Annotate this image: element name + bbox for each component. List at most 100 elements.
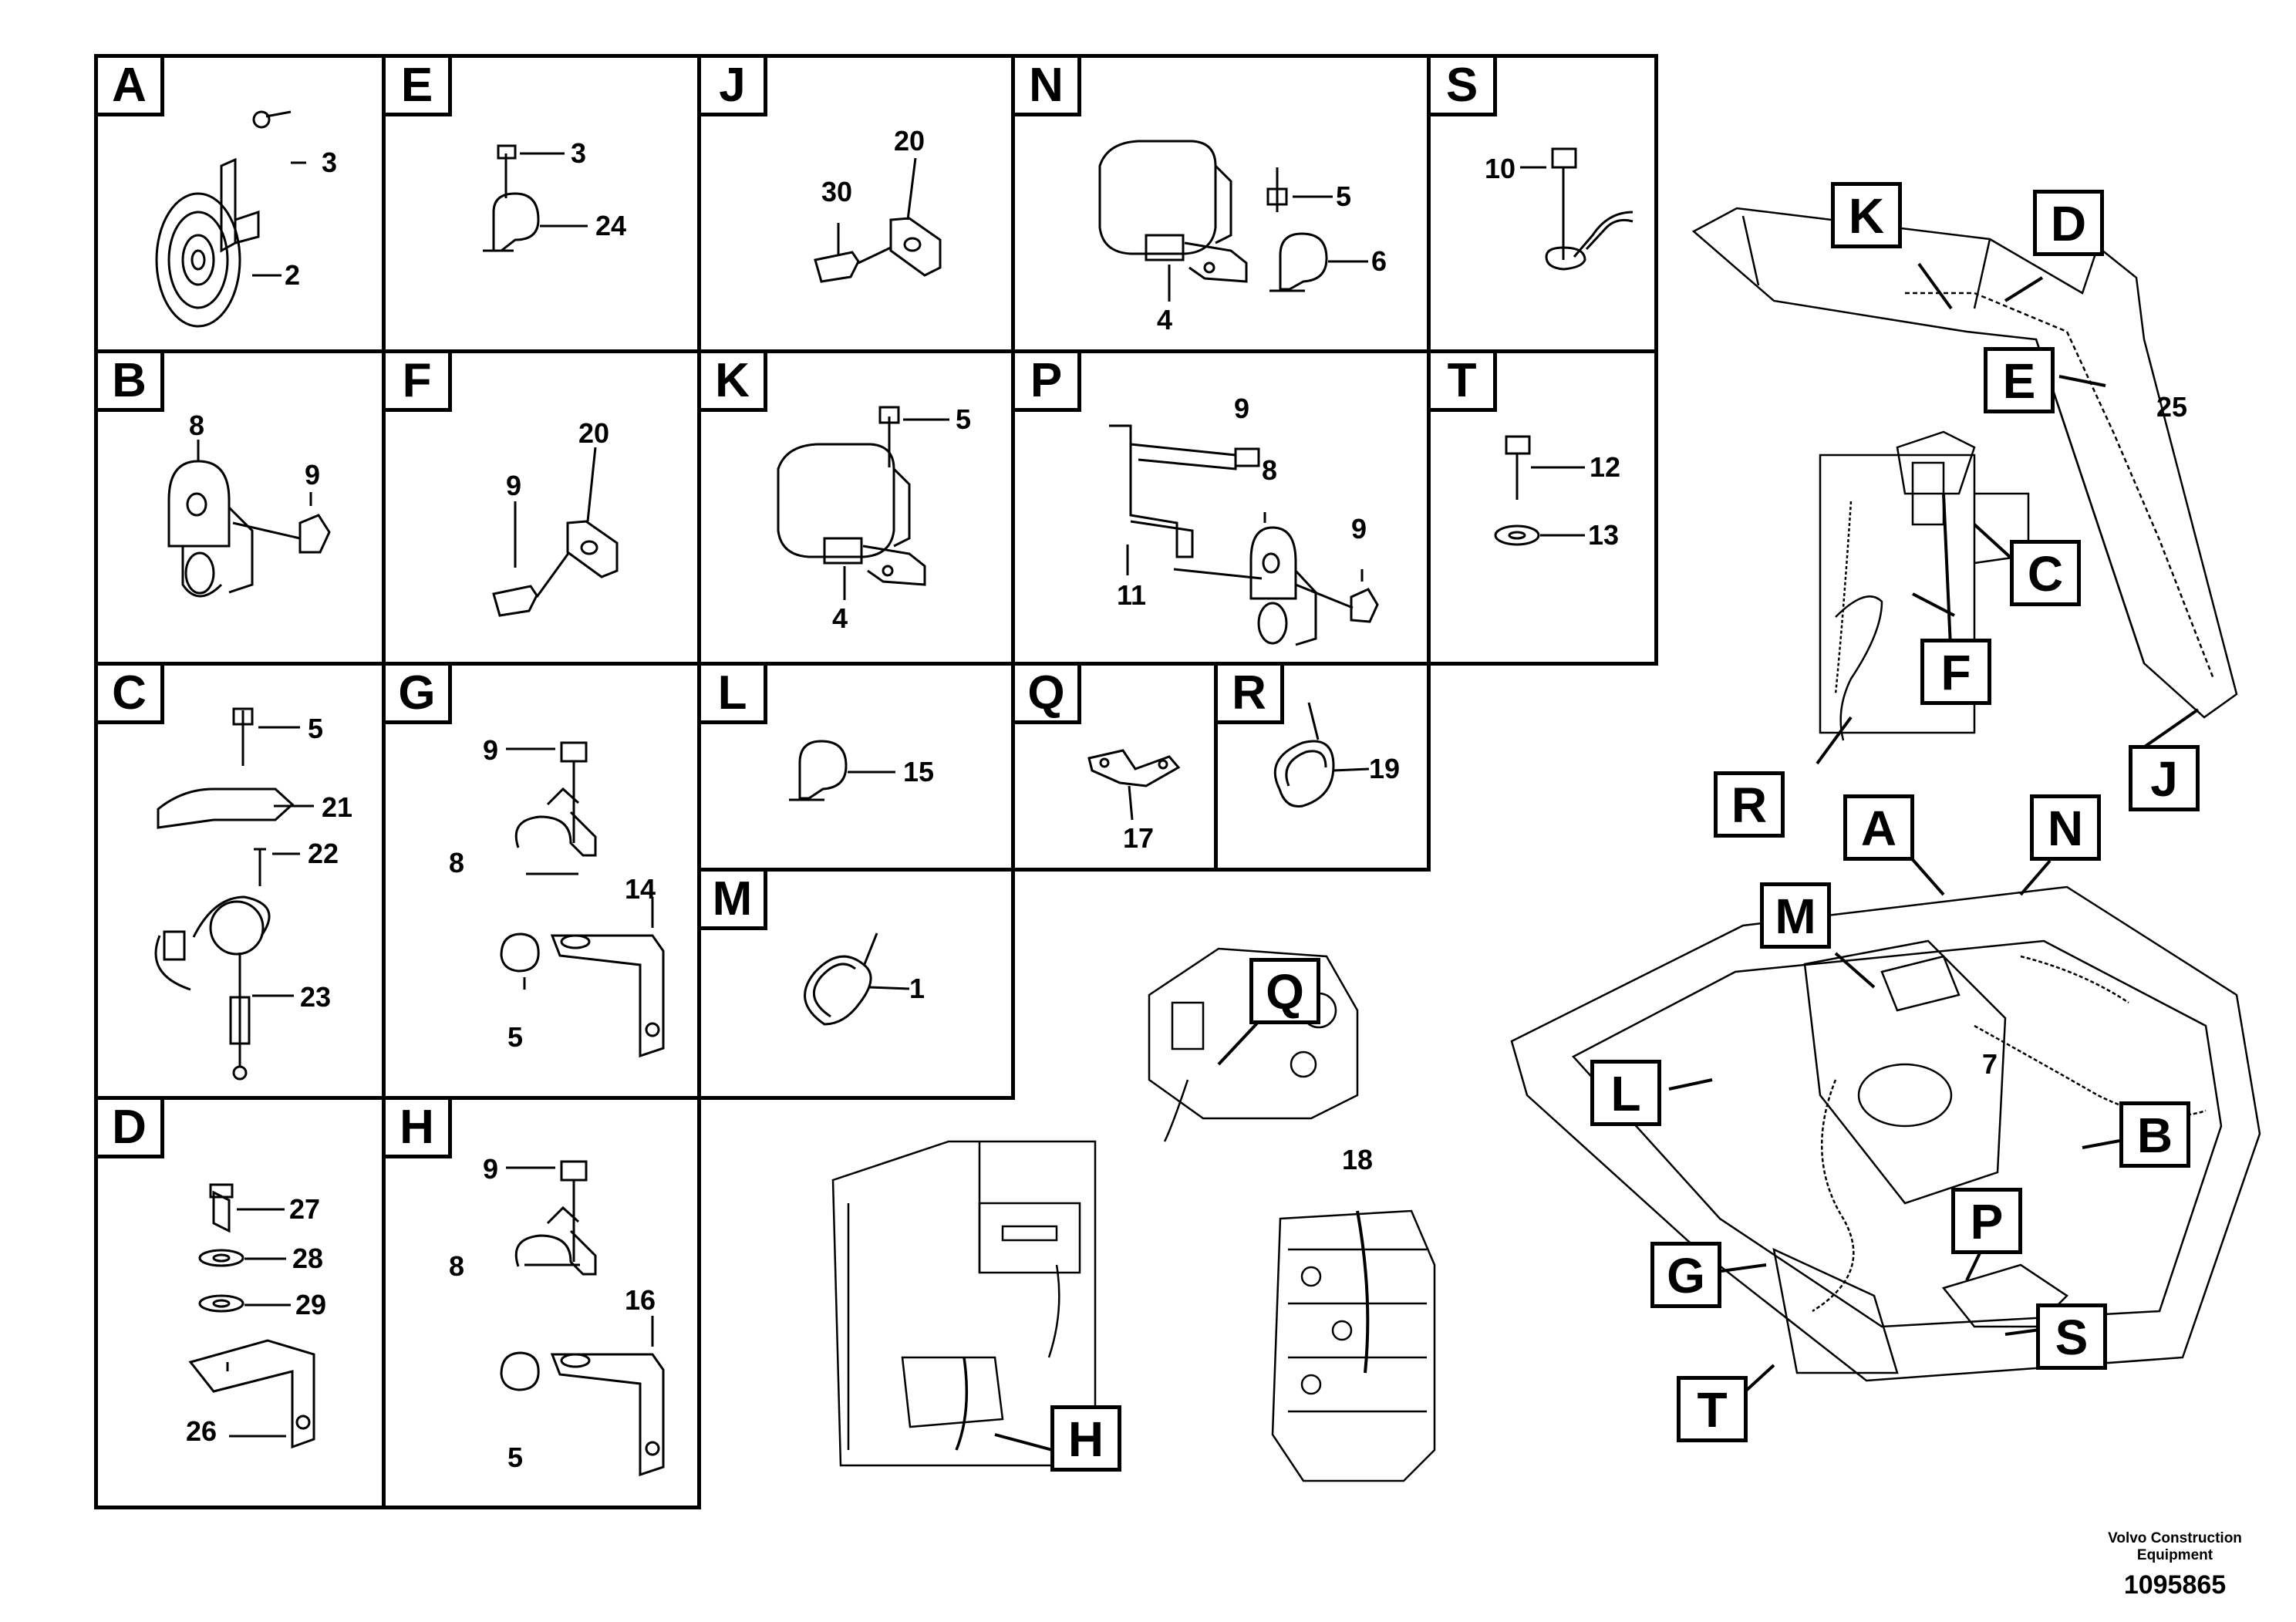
part-label: 28 <box>292 1243 324 1274</box>
part-label: 30 <box>821 176 853 207</box>
panel-f: F 20 9 <box>382 349 701 666</box>
panel-m: M 1 <box>697 868 1015 1100</box>
panel-letter: A <box>98 58 164 116</box>
part-label: 22 <box>308 838 339 869</box>
panel-h: H 9 8 16 5 <box>382 1096 701 1509</box>
callout-j: J <box>2129 745 2200 811</box>
panel-g: G 9 8 14 5 <box>382 662 701 1100</box>
callout-a: A <box>1843 794 1914 861</box>
ground-cable-drawing <box>1520 147 1633 271</box>
part-label: 9 <box>506 470 522 501</box>
panel-letter: B <box>98 353 164 412</box>
part-label: 18 <box>1342 1144 1374 1175</box>
clamp-drawing <box>483 144 588 252</box>
part-label: 2 <box>285 259 301 291</box>
part-label: 17 <box>1123 822 1155 854</box>
part-label: 20 <box>578 417 610 449</box>
part-label: 19 <box>1369 753 1401 784</box>
callout-k: K <box>1831 182 1902 248</box>
part-label: 1 <box>909 973 925 1004</box>
part-label: 5 <box>1336 180 1352 212</box>
drawing-number: 1095865 <box>2123 1570 2227 1600</box>
part-label: 5 <box>308 713 324 744</box>
callout-d: D <box>2033 190 2104 256</box>
part-label: 3 <box>571 137 587 169</box>
part-label: 9 <box>305 459 321 491</box>
part-label: 29 <box>295 1289 327 1320</box>
callout-r: R <box>1714 771 1785 838</box>
part-label: 4 <box>1157 304 1173 336</box>
panel-q: Q 17 <box>1011 662 1218 872</box>
panel-letter: G <box>386 666 452 724</box>
part-label: 5 <box>956 403 972 435</box>
sensor-drawing <box>154 707 314 1081</box>
bracket-drawing <box>188 1183 315 1449</box>
part-label: 9 <box>483 1153 499 1185</box>
panel-letter: H <box>386 1100 452 1158</box>
screw-washer-drawing <box>1494 435 1585 546</box>
panel-s: S 10 <box>1427 54 1658 353</box>
panel-letter: Q <box>1015 666 1081 724</box>
panel-e: E 3 24 <box>382 54 701 353</box>
bracket-drawing <box>500 1160 665 1477</box>
bracket-drawing <box>1109 424 1379 646</box>
panel-p: P 9 8 11 9 <box>1011 349 1431 666</box>
panel-letter: M <box>701 872 767 930</box>
callout-b: B <box>2119 1101 2190 1168</box>
panel-letter: L <box>701 666 767 724</box>
panel-c: C 5 21 22 23 <box>94 662 386 1100</box>
part-label: 6 <box>1371 245 1387 277</box>
part-label: 14 <box>625 873 656 905</box>
panel-letter: N <box>1015 58 1081 116</box>
panel-letter: D <box>98 1100 164 1158</box>
plate-drawing <box>1087 749 1181 821</box>
part-label: 11 <box>1117 579 1147 611</box>
company-line-2: Equipment <box>2136 1547 2213 1563</box>
panel-letter: C <box>98 666 164 724</box>
part-label: 15 <box>903 756 935 787</box>
callout-l: L <box>1590 1060 1661 1126</box>
part-label: 26 <box>186 1415 217 1447</box>
panel-d: D 27 28 29 26 <box>94 1096 386 1509</box>
alarm-drawing <box>777 406 949 600</box>
panel-l: L 15 <box>697 662 1015 872</box>
part-label: 21 <box>322 791 353 823</box>
bracket-drawing <box>167 440 331 598</box>
callout-n: N <box>2030 794 2101 861</box>
panel-k: K 5 4 <box>697 349 1015 666</box>
alarm-drawing <box>1098 140 1368 302</box>
part-label: 16 <box>625 1284 656 1316</box>
part-label: 4 <box>832 602 848 634</box>
part-label: 5 <box>507 1021 524 1053</box>
part-label: 3 <box>322 147 338 178</box>
bracket-drawing <box>500 741 665 1058</box>
company-name: Volvo Construction Equipment <box>2098 1530 2252 1564</box>
panel-letter: T <box>1431 353 1497 412</box>
clip-drawing <box>814 157 942 283</box>
panel-letter: S <box>1431 58 1497 116</box>
company-line-1: Volvo Construction <box>2108 1530 2242 1546</box>
clip-drawing <box>492 447 619 617</box>
panel-letter: F <box>386 353 452 412</box>
callout-q: Q <box>1249 958 1320 1024</box>
callout-c: C <box>2010 540 2081 606</box>
callout-m: M <box>1760 882 1831 949</box>
callout-f: F <box>1920 639 1991 705</box>
panel-letter: J <box>701 58 767 116</box>
callout-p: P <box>1951 1188 2022 1254</box>
callout-g: G <box>1650 1242 1721 1308</box>
callout-e: E <box>1984 347 2055 413</box>
part-label: 25 <box>2156 391 2188 423</box>
panel-r: R 19 <box>1214 662 1431 872</box>
part-label: 9 <box>1351 513 1367 545</box>
callout-s: S <box>2036 1303 2107 1370</box>
part-label: 12 <box>1590 451 1621 483</box>
part-label: 23 <box>300 981 332 1013</box>
cable-tie-drawing <box>804 932 910 1026</box>
part-label: 8 <box>449 1250 465 1282</box>
panel-letter: E <box>386 58 452 116</box>
panel-n: N 5 6 4 <box>1011 54 1431 353</box>
panel-letter: R <box>1218 666 1284 724</box>
part-label: 10 <box>1485 153 1516 184</box>
part-label: 20 <box>894 125 925 157</box>
